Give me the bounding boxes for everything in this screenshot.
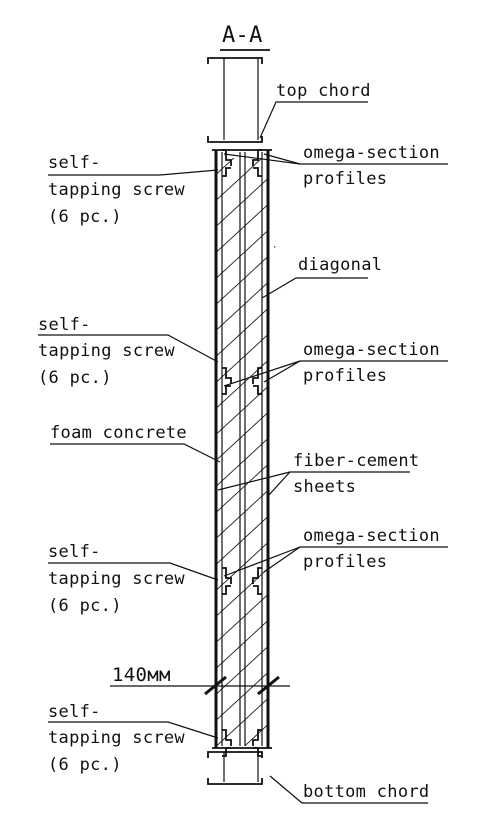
label-omega-2-line2: profiles [303,366,387,386]
hatch-line [217,594,267,643]
leader-top-chord [259,101,368,139]
leader-omega-2b [223,360,301,387]
omega-profile [222,149,232,166]
leader-fiber-cement-b [217,471,291,491]
label-screw-3-line1: self- [48,542,101,562]
leader-screw-2 [38,334,219,363]
label-screw-1-line1: self- [48,153,101,173]
label-omega-2-line1: omega-section [303,340,440,360]
label-omega-1-line1: omega-section [303,143,440,163]
leader-screw-1 [48,169,219,176]
omega-profile-flange [253,585,262,595]
hatch-line [217,672,267,721]
omega-profile [252,729,262,746]
omega-profile [222,367,232,384]
label-screw-3-line3: (6 pc.) [48,596,122,616]
label-bottom-chord: bottom chord [303,782,429,802]
label-screw-1-line3: (6 pc.) [48,207,122,227]
label-omega-3-line2: profiles [303,552,387,572]
label-screw-2-line2: tapping screw [38,341,175,361]
hatch-line [217,620,267,669]
hatch-line [217,646,267,695]
hatch-line [217,230,267,279]
hatch-line [217,516,267,565]
top-chord [207,57,263,143]
hatch-line [217,542,267,591]
label-screw-3-line2: tapping screw [48,569,185,589]
label-top-chord: top chord [276,81,371,101]
hatch-line [217,386,267,435]
omega-profiles [222,149,262,757]
hatch-line [217,438,267,487]
label-fiber-cement-line1: fiber-cement [293,451,419,471]
hatch-line [217,178,267,227]
bottom-chord [207,751,263,785]
leader-screw-3 [48,562,219,581]
hatch-line [217,204,267,253]
leader-bottom-chord [269,775,428,804]
omega-profile-flange [222,167,231,177]
hatch-line [217,308,267,357]
omega-profile-flange [253,167,262,177]
label-screw-4-line2: tapping screw [48,728,185,748]
leader-screw-4 [48,721,219,739]
foam-concrete-core [210,158,275,835]
hatch-line [210,770,275,830]
label-omega-1-line2: profiles [303,169,387,189]
section-title: A-A [222,23,263,48]
hatch-line [217,334,267,383]
omega-profile-flange [253,385,262,395]
omega-profile-flange [222,385,231,395]
hatch-line [217,158,263,201]
leader-omega-1b [223,153,301,165]
hatch-line [217,698,267,746]
leader-diagonal [261,277,368,299]
label-diagonal: diagonal [298,255,382,275]
hatch-line [217,490,267,539]
label-screw-4-line1: self- [48,702,101,722]
hatch-line [217,256,267,305]
omega-profile [222,567,232,584]
hatch-line [217,360,267,409]
label-screw-4-line3: (6 pc.) [48,755,122,775]
hatch-line [217,464,267,513]
hatch-line [217,158,235,175]
omega-profile-flange [222,585,231,595]
hatch-line [217,412,267,461]
hatch-line [217,282,267,331]
stray-mark: · [272,243,278,253]
hatch-line [244,724,267,746]
label-screw-2-line3: (6 pc.) [38,368,112,388]
label-fiber-cement-line2: sheets [293,477,356,497]
omega-profile [222,729,232,746]
label-foam-concrete: foam concrete [50,423,187,443]
dimension-label: 140мм [112,664,171,686]
omega-profile [252,149,262,166]
omega-profile [252,367,262,384]
leader-omega-3b [223,546,301,577]
hatch-line [210,796,275,835]
omega-profile [252,567,262,584]
label-screw-2-line1: self- [38,315,91,335]
hatch-line [210,744,275,804]
label-omega-3-line1: omega-section [303,526,440,546]
leader-foam-concrete [50,443,221,463]
label-screw-1-line2: tapping screw [48,180,185,200]
